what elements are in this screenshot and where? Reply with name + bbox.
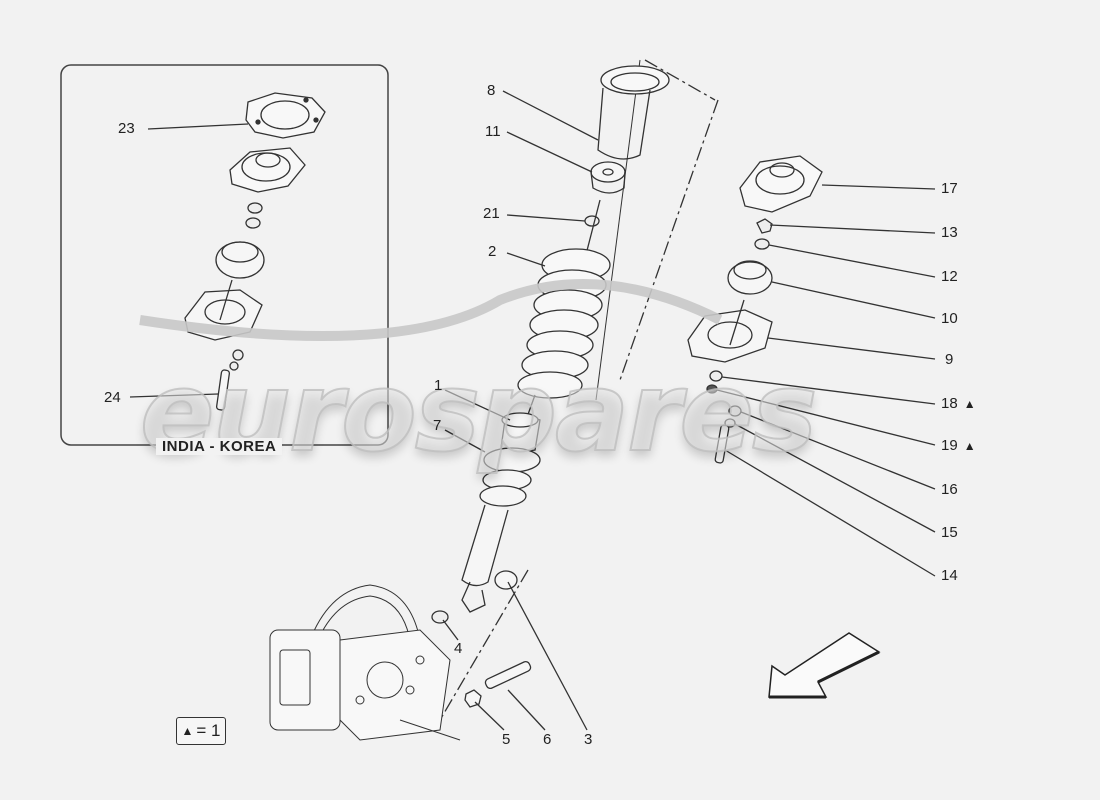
washer-18: [709, 370, 723, 382]
callout-2: 2: [488, 243, 497, 260]
callout-9: 9: [945, 351, 954, 368]
washer-21: [584, 215, 600, 227]
shock-absorber-1: [499, 412, 541, 456]
dust-boot-8: [597, 65, 670, 160]
callout-10: 10: [941, 310, 958, 327]
bump-stop-11: [590, 161, 626, 194]
legend-text: = 1: [196, 721, 221, 740]
callout-11: 11: [485, 123, 501, 140]
brake-hub-assembly: [269, 584, 461, 741]
inset-bump-rubber: [215, 241, 265, 279]
bushing-3: [494, 570, 518, 590]
inset-top-mount: [229, 147, 306, 193]
inset-caption: INDIA - KOREA: [156, 438, 283, 455]
direction-arrow: [768, 632, 881, 699]
triangle-marker-icon: ▲: [963, 397, 976, 411]
washer-16: [728, 405, 742, 417]
callout-21: 21: [483, 205, 500, 222]
callout-13: 13: [941, 224, 958, 241]
callout-1: 1: [434, 377, 443, 394]
washer-12: [754, 238, 770, 250]
callout-14: 14: [941, 567, 958, 584]
callout-15: 15: [941, 524, 958, 541]
nut-5: [464, 689, 482, 708]
bolt-6: [484, 660, 532, 690]
top-mount-17: [739, 155, 823, 213]
callout-5: 5: [502, 731, 511, 748]
callout-12: 12: [941, 268, 958, 285]
bolt-14: [714, 424, 730, 464]
triangle-legend-icon: ▲: [181, 724, 194, 738]
washer-4: [431, 610, 449, 624]
triangle-marker-icon: ▲: [963, 439, 976, 453]
nut-13: [756, 218, 773, 234]
callout-4: 4: [454, 640, 463, 657]
inset-gasket-23: [245, 92, 326, 139]
callout-8: 8: [487, 82, 496, 99]
legend-box: ▲ = 1: [176, 717, 226, 745]
callout-6: 6: [543, 731, 552, 748]
callout-23: 23: [118, 120, 135, 137]
callout-16: 16: [941, 481, 958, 498]
callout-3: 3: [584, 731, 593, 748]
spring-seat-7: [479, 447, 541, 507]
nut-19: [706, 384, 718, 394]
bump-rubber-10: [727, 260, 773, 295]
washer-15: [724, 418, 736, 428]
callout-24: 24: [104, 389, 121, 406]
callout-17: 17: [941, 180, 958, 197]
lower-plate-9: [687, 309, 773, 363]
callout-7: 7: [433, 417, 442, 434]
callout-19: 19▲: [941, 437, 976, 454]
callout-18: 18▲: [941, 395, 976, 412]
coil-spring-2: [517, 248, 611, 399]
